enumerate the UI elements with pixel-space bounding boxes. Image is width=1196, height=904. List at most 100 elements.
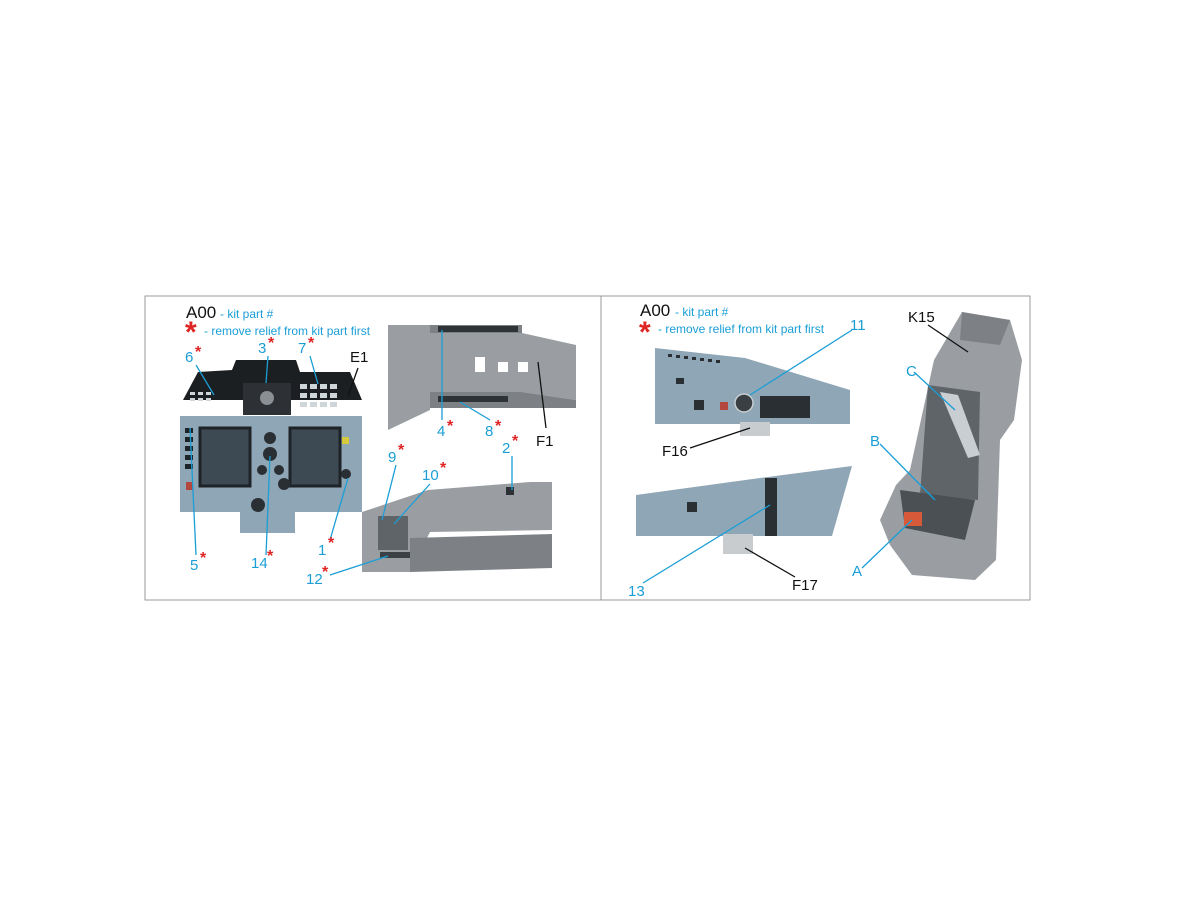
glare-shield: [183, 360, 362, 400]
console-throttle-plate: [380, 552, 410, 558]
gauge-6: [251, 498, 265, 512]
callout-5-asterisk: *: [200, 550, 207, 567]
left-switch-column: [185, 428, 193, 469]
callout-3-asterisk: *: [268, 335, 275, 352]
left-mfd: [198, 426, 252, 488]
tub-top-console: [438, 326, 518, 332]
f16-red-switch: [720, 402, 728, 410]
f16-switch-box: [694, 400, 704, 410]
callout-1-asterisk: *: [328, 535, 335, 552]
callout-7: 7: [298, 340, 306, 357]
callout-11: 11: [850, 317, 866, 334]
seat-handle: [904, 512, 922, 526]
tub-bottom-console: [438, 396, 508, 402]
gauge-3: [257, 465, 267, 475]
f17-console-body: [636, 466, 852, 536]
console-switch-panel: [378, 516, 408, 550]
console-rail-lower: [410, 534, 552, 572]
f16-round-dial: [734, 393, 754, 413]
side-console-illustration: [362, 482, 552, 572]
instrument-panel-illustration: [180, 360, 362, 533]
left-leader-lines-black: [347, 361, 547, 429]
ejection-seat-illustration: [880, 312, 1022, 580]
right-leader-lines-black: [689, 324, 969, 578]
callout-K15: K15: [908, 309, 935, 326]
callout-C: C: [906, 363, 917, 380]
tub-left-wall: [388, 325, 430, 430]
f17-tab: [723, 534, 753, 554]
tub-hole-1: [475, 357, 485, 372]
right-asterisk-symbol: *: [639, 316, 651, 349]
tub-hole-3: [518, 362, 528, 372]
gauge-5: [278, 478, 290, 490]
right-knob: [341, 469, 351, 479]
gauge-1: [264, 432, 276, 444]
f16-small-switch: [676, 378, 684, 384]
callout-4: 4: [437, 423, 445, 440]
side-console-f16-illustration: [655, 348, 850, 436]
callout-9: 9: [388, 449, 396, 466]
callout-14: 14: [251, 555, 268, 572]
right-kit-code: A00: [640, 301, 670, 320]
callout-A: A: [852, 563, 862, 580]
callout-8: 8: [485, 423, 493, 440]
callout-B: B: [870, 433, 880, 450]
seat-harness-strap: [940, 392, 980, 458]
right-kit-text: - kit part #: [675, 305, 729, 319]
callout-3: 3: [258, 340, 266, 357]
callout-F17: F17: [792, 577, 818, 594]
right-asterisk-text: - remove relief from kit part first: [658, 322, 825, 336]
console-knob-block: [506, 487, 514, 495]
callout-F16: F16: [662, 443, 688, 460]
gauge-2: [263, 447, 277, 461]
callout-2-asterisk: *: [512, 433, 519, 450]
callout-14-asterisk: *: [267, 548, 274, 565]
callout-8-asterisk: *: [495, 418, 502, 435]
cockpit-tub-illustration: [388, 325, 576, 430]
left-asterisk-text: - remove relief from kit part first: [204, 324, 371, 338]
callout-6: 6: [185, 349, 193, 366]
f16-light-strip: [668, 354, 720, 363]
right-callouts: 11 K15 C F16 B 13 F17 A: [628, 309, 935, 600]
callout-10-asterisk: *: [440, 460, 447, 477]
callout-6-asterisk: *: [195, 344, 202, 361]
callout-4-asterisk: *: [447, 418, 454, 435]
f16-control-box: [760, 396, 810, 418]
sheet-frame: [144, 295, 1031, 601]
left-asterisk-symbol: *: [185, 316, 197, 349]
side-console-f17-illustration: [636, 466, 852, 554]
callout-12-asterisk: *: [322, 564, 329, 581]
left-callouts: 6 * 3 * 7 * E1 4 * 8 * F1 9 * 10 * 2 * 1…: [185, 335, 554, 588]
console-rail: [362, 482, 552, 572]
seat-headrest: [960, 312, 1010, 345]
callout-2: 2: [502, 440, 510, 457]
right-legend: A00 - kit part # * - remove relief from …: [639, 301, 825, 349]
left-panel: A00 - kit part # * - remove relief from …: [180, 303, 576, 588]
callout-7-asterisk: *: [308, 335, 315, 352]
f17-square-hole: [687, 502, 697, 512]
f16-tab: [740, 422, 770, 436]
left-kit-text: - kit part #: [220, 307, 274, 321]
callout-9-asterisk: *: [398, 442, 405, 459]
f17-light-column: [765, 478, 777, 536]
left-kit-code: A00: [186, 303, 216, 322]
left-leader-lines: [189, 330, 513, 576]
right-panel: A00 - kit part # * - remove relief from …: [628, 301, 1022, 600]
seat-back-cushion: [920, 385, 980, 500]
upper-left-lights: [190, 392, 211, 401]
upper-right-keys: [300, 384, 337, 407]
callout-10: 10: [422, 467, 439, 484]
left-legend: A00 - kit part # * - remove relief from …: [185, 303, 371, 349]
callout-13: 13: [628, 583, 645, 600]
callout-1: 1: [318, 542, 326, 559]
seat-pan-cushion: [900, 490, 975, 540]
callout-E1: E1: [350, 349, 368, 366]
f16-console-body: [655, 348, 850, 424]
gauge-4: [274, 465, 284, 475]
right-mfd: [288, 426, 342, 488]
callout-F1: F1: [536, 433, 554, 450]
callout-5: 5: [190, 557, 198, 574]
warning-lamp: [186, 482, 193, 490]
tub-hole-2: [498, 362, 508, 372]
